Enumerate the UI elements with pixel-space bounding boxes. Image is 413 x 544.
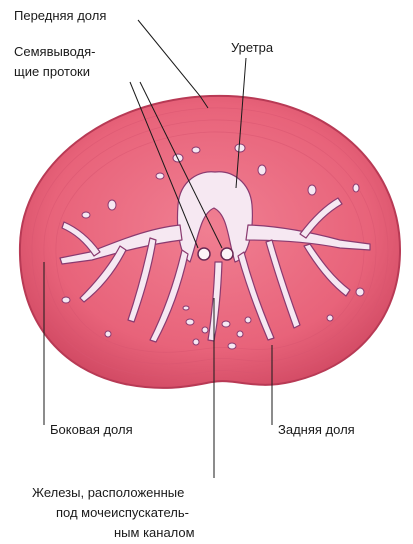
label-glands-line1: Железы, расположенные: [32, 485, 184, 500]
label-anterior-lobe: Передняя доля: [14, 8, 106, 23]
label-ejaculatory-ducts-line2: щие протоки: [14, 64, 90, 79]
label-lateral-lobe: Боковая доля: [50, 422, 133, 437]
leader-anterior-lobe: [138, 20, 208, 108]
label-posterior-lobe: Задняя доля: [278, 422, 355, 437]
label-glands-line2: под мочеиспускатель-: [56, 505, 189, 520]
label-glands-line3: ным каналом: [114, 525, 195, 540]
label-urethra: Уретра: [231, 40, 274, 55]
label-ejaculatory-ducts-line1: Семявыводя-: [14, 44, 96, 59]
